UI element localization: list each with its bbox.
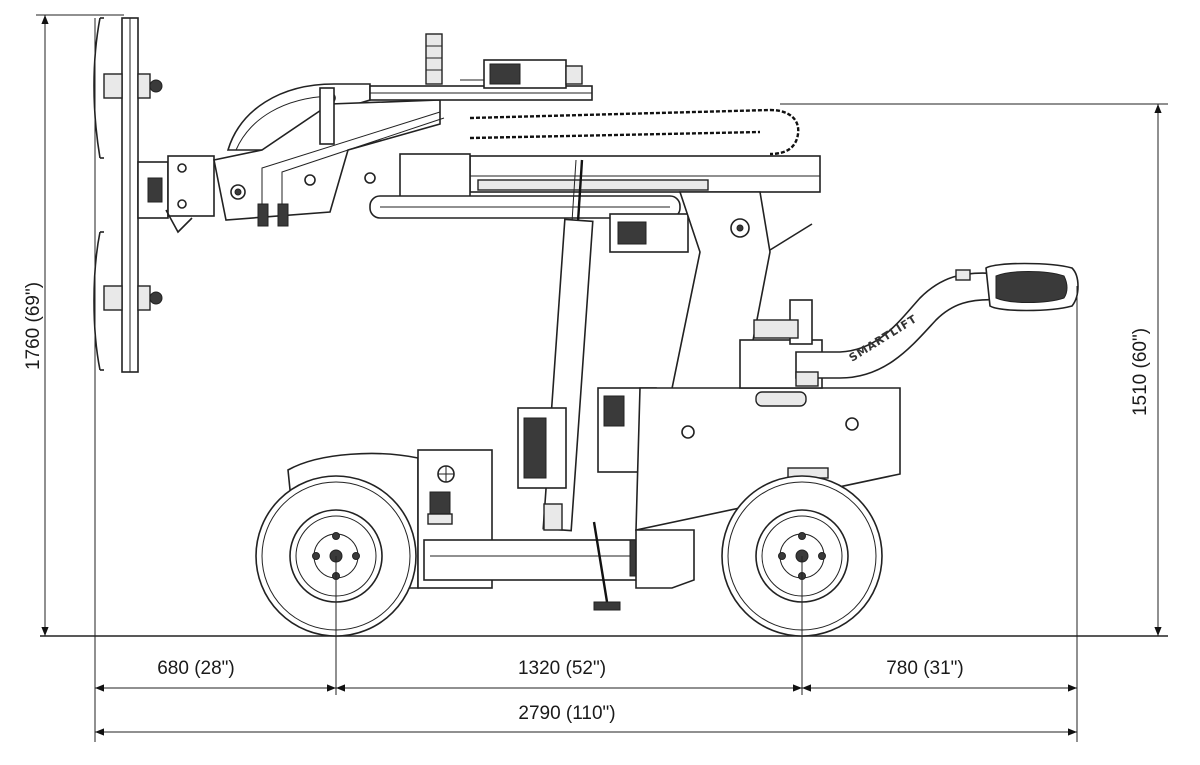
- rear-chassis: [635, 223, 901, 531]
- machine-drawing: SMARTLIFT: [40, 17, 1168, 637]
- dim-total-length-label: 2790 (110"): [518, 703, 615, 724]
- boom-arm: [213, 33, 593, 227]
- dim-front-overhang-label: 680 (28"): [157, 658, 235, 679]
- front-chassis: [287, 449, 695, 611]
- tiller-handle: SMARTLIFT: [795, 262, 1079, 387]
- dimension-lines: 1760 (69") 1510 (60") 680 (28") 1320 (52…: [23, 14, 1168, 742]
- energy-chain: [469, 108, 800, 156]
- dim-rear-overhang-label: 780 (31"): [886, 658, 964, 679]
- dim-wheelbase-label: 1320 (52"): [518, 658, 606, 679]
- dim-mast-height-label: 1510 (60"): [1130, 328, 1151, 416]
- vacuum-frame: [93, 17, 215, 373]
- telescopic-beam: [364, 153, 821, 253]
- dim-total-height-label: 1760 (69"): [23, 282, 44, 370]
